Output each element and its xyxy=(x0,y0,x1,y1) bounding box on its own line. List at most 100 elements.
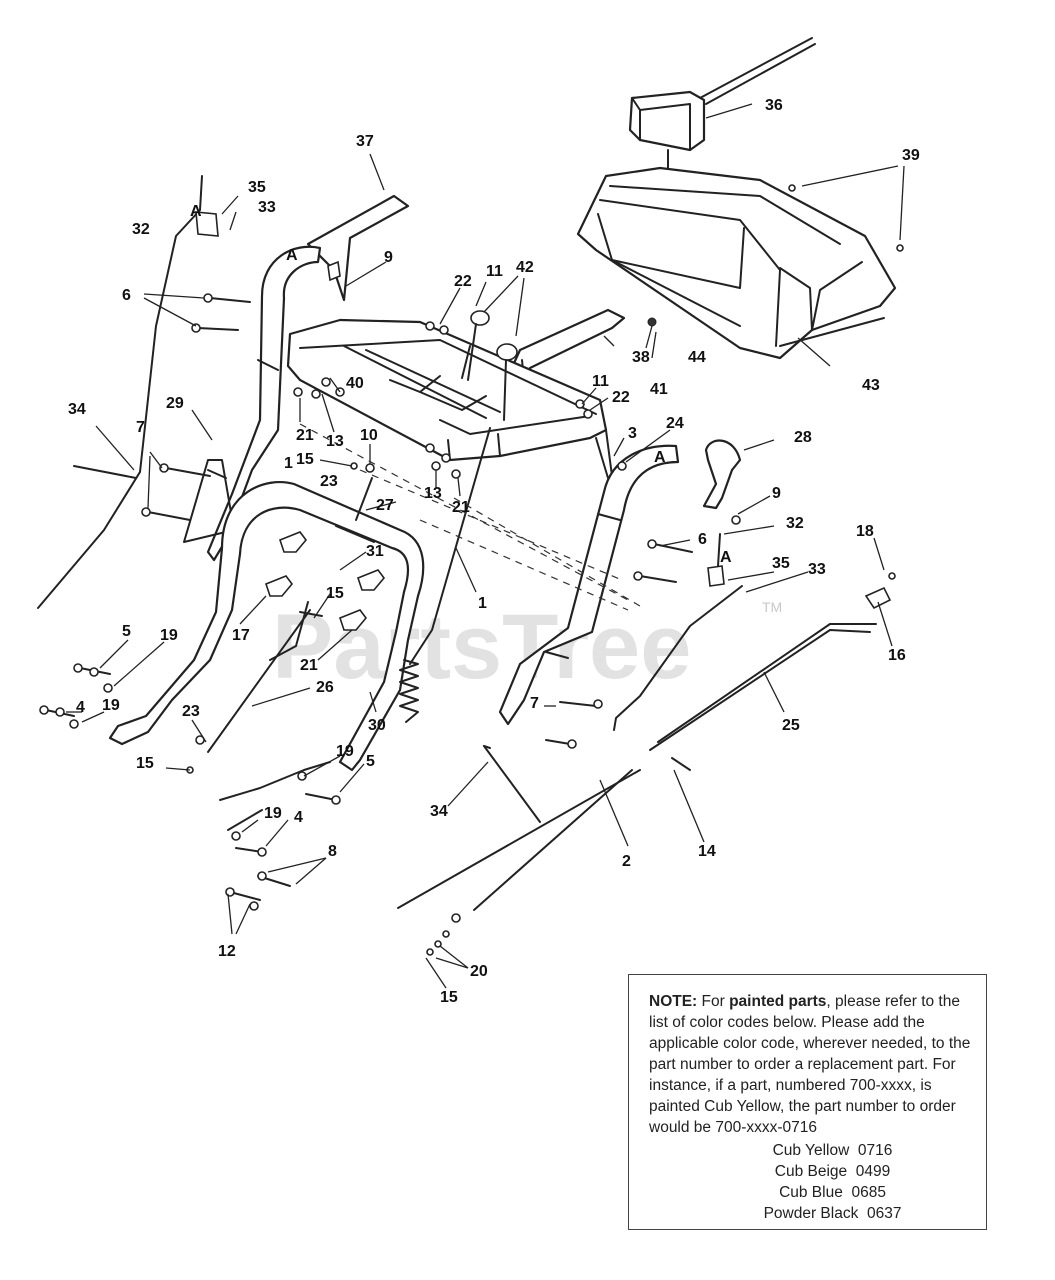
color-code: 0637 xyxy=(866,1205,902,1222)
callout-34: 34 xyxy=(430,803,448,820)
color-code-row: Cub Beige 0499 xyxy=(689,1161,976,1182)
callout-11: 11 xyxy=(486,263,503,280)
callout-5: 5 xyxy=(122,623,131,640)
callout-20: 20 xyxy=(470,963,488,980)
color-name: Cub Yellow xyxy=(772,1142,850,1159)
callout-1: 1 xyxy=(478,595,487,612)
headlight-assembly xyxy=(628,37,816,193)
upper-handle-right xyxy=(498,439,742,726)
callout-4: 4 xyxy=(294,809,303,826)
callout-21: 21 xyxy=(296,427,314,444)
callout-41: 41 xyxy=(650,381,668,398)
callout-3: 3 xyxy=(628,425,637,442)
callout-25: 25 xyxy=(782,717,800,734)
callout-15: 15 xyxy=(136,755,154,772)
callout-6: 6 xyxy=(698,531,707,548)
note-body: , please refer to the list of color code… xyxy=(649,993,971,1136)
callout-a: A xyxy=(286,247,298,264)
callout-19: 19 xyxy=(264,805,282,822)
callout-13: 13 xyxy=(326,433,344,450)
callout-43: 43 xyxy=(862,377,880,394)
callout-32: 32 xyxy=(132,221,150,238)
callout-26: 26 xyxy=(316,679,334,696)
callout-23: 23 xyxy=(182,703,200,720)
callout-30: 30 xyxy=(368,717,386,734)
callout-4: 4 xyxy=(76,699,85,716)
callout-14: 14 xyxy=(698,843,716,860)
watermark-text: PartsTree xyxy=(272,596,691,698)
callout-38: 38 xyxy=(632,349,650,366)
lower-handle xyxy=(108,480,425,831)
note-text: NOTE: For painted parts, please refer to… xyxy=(649,991,976,1138)
callout-6: 6 xyxy=(122,287,131,304)
color-name: Powder Black xyxy=(763,1205,859,1222)
color-code-list: Cub Yellow 0716 Cub Beige 0499 Cub Blue … xyxy=(649,1140,976,1224)
callout-44: 44 xyxy=(688,349,706,366)
callout-24: 24 xyxy=(666,415,684,432)
callout-19: 19 xyxy=(336,743,354,760)
callout-22: 22 xyxy=(612,389,630,406)
callout-37: 37 xyxy=(356,133,374,150)
callout-27: 27 xyxy=(376,497,394,514)
callout-10: 10 xyxy=(360,427,378,444)
callout-21: 21 xyxy=(452,499,470,516)
callout-19: 19 xyxy=(102,697,120,714)
color-name: Cub Beige xyxy=(774,1163,848,1180)
callout-15: 15 xyxy=(326,585,344,602)
callouts: 37 36 39 35 32 33 A A A A 9 22 11 42 6 3… xyxy=(68,97,920,1006)
callout-7: 7 xyxy=(136,419,145,436)
console-plate xyxy=(286,310,613,479)
callout-42: 42 xyxy=(516,259,534,276)
color-code: 0716 xyxy=(857,1142,893,1159)
callout-13: 13 xyxy=(424,485,442,502)
callout-16: 16 xyxy=(888,647,906,664)
note-bold-term: painted parts xyxy=(729,993,827,1010)
callout-a: A xyxy=(654,449,666,466)
note-label: NOTE: xyxy=(649,993,698,1010)
watermark-tm: TM xyxy=(762,599,782,615)
note-intro: For xyxy=(701,993,725,1010)
note-box: NOTE: For painted parts, please refer to… xyxy=(628,974,987,1230)
color-code: 0499 xyxy=(855,1163,891,1180)
callout-1: 1 xyxy=(284,455,293,472)
callout-23: 23 xyxy=(320,473,338,490)
callout-17: 17 xyxy=(232,627,250,644)
color-name: Cub Blue xyxy=(779,1184,843,1201)
callout-a: A xyxy=(720,549,732,566)
callout-32: 32 xyxy=(786,515,804,532)
callout-5: 5 xyxy=(366,753,375,770)
callout-21: 21 xyxy=(300,657,318,674)
callout-36: 36 xyxy=(765,97,783,114)
callout-19: 19 xyxy=(160,627,178,644)
callout-15: 15 xyxy=(296,451,314,468)
callout-33: 33 xyxy=(808,561,826,578)
color-code-row: Powder Black 0637 xyxy=(689,1203,976,1224)
callout-31: 31 xyxy=(366,543,384,560)
callout-15: 15 xyxy=(440,989,458,1006)
callout-9: 9 xyxy=(384,249,393,266)
callout-9: 9 xyxy=(772,485,781,502)
callout-33: 33 xyxy=(258,199,276,216)
color-code-row: Cub Yellow 0716 xyxy=(689,1140,976,1161)
color-code-row: Cub Blue 0685 xyxy=(689,1182,976,1203)
callout-28: 28 xyxy=(794,429,812,446)
callout-35: 35 xyxy=(248,179,266,196)
callout-18: 18 xyxy=(856,523,874,540)
callout-22: 22 xyxy=(454,273,472,290)
callout-7: 7 xyxy=(530,695,539,712)
callout-a: A xyxy=(190,203,202,220)
pointer-lines xyxy=(66,103,905,989)
callout-40: 40 xyxy=(346,375,364,392)
callout-12: 12 xyxy=(218,943,236,960)
callout-8: 8 xyxy=(328,843,337,860)
callout-39: 39 xyxy=(902,147,920,164)
callout-29: 29 xyxy=(166,395,184,412)
callout-11: 11 xyxy=(592,373,609,390)
color-code: 0685 xyxy=(851,1184,886,1201)
callout-34: 34 xyxy=(68,401,86,418)
callout-35: 35 xyxy=(772,555,790,572)
dash-panel xyxy=(576,166,904,360)
callout-2: 2 xyxy=(622,853,631,870)
control-rods xyxy=(37,175,896,956)
